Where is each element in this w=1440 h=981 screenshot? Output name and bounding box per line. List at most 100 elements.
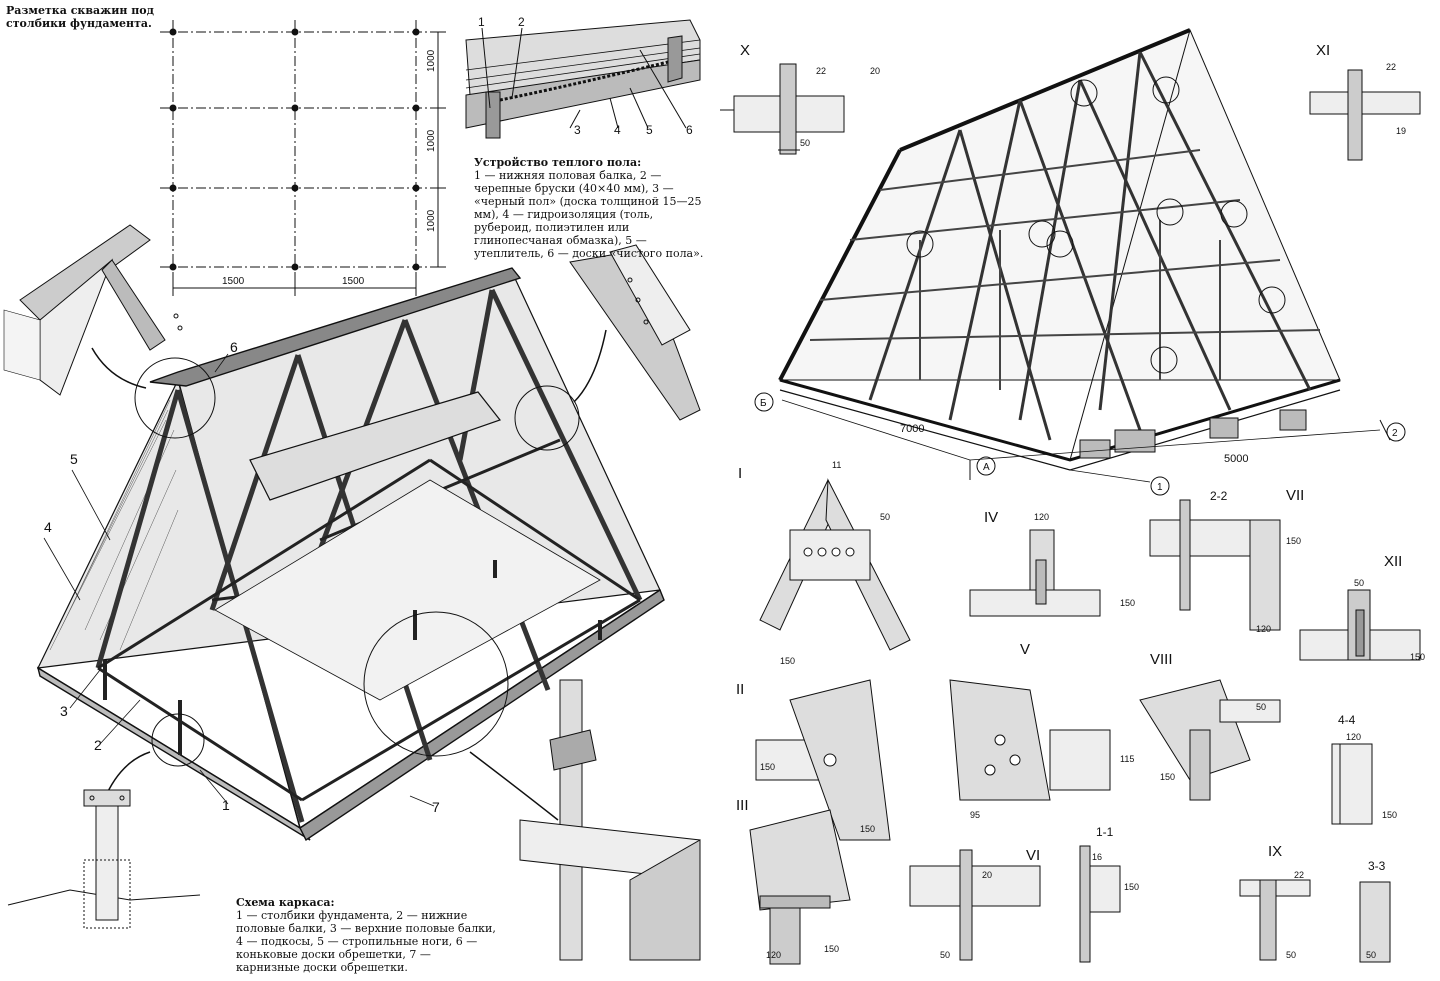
22-dim-120: 120 xyxy=(1256,624,1271,634)
detail-vi xyxy=(909,849,1041,961)
floor-callout-5: 5 xyxy=(646,123,653,137)
xi-dim-22: 22 xyxy=(1386,62,1396,72)
frame-callout-2: 2 xyxy=(94,737,102,753)
callout-ii: II xyxy=(736,681,744,698)
frame-legend: Схема каркаса: 1 — столбики фундамента, … xyxy=(236,896,498,974)
callout-iii: III xyxy=(736,797,749,814)
vi-dim-20: 20 xyxy=(982,870,992,880)
11-dim-16: 16 xyxy=(1092,852,1102,862)
floor-legend: Устройство теплого пола: 1 — нижняя поло… xyxy=(474,156,714,260)
post-detail xyxy=(7,789,201,929)
frame-legend-text: 1 — столбики фундамента, 2 — нижние поло… xyxy=(236,909,496,974)
dim-h-2: 1500 xyxy=(342,276,365,287)
floor-section xyxy=(462,19,701,139)
floor-legend-text: 1 — нижняя половая балка, 2 — черепные б… xyxy=(474,169,704,260)
detail-ix xyxy=(1239,879,1391,963)
floor-callout-6: 6 xyxy=(686,123,693,137)
right-drawing: Б 2 А 1 7000 5000 xyxy=(720,28,1425,965)
detail-iii xyxy=(749,809,851,965)
section-11: 1-1 xyxy=(1096,825,1114,839)
frame-callout-3: 3 xyxy=(60,703,68,719)
frame-callout-6: 6 xyxy=(230,339,238,355)
callout-v: V xyxy=(1020,641,1030,658)
left-drawing: 1000 1000 1000 1500 1500 1 2 3 4 5 6 xyxy=(3,15,701,961)
overall-width: 5000 xyxy=(1224,453,1248,465)
dim-h-1: 1500 xyxy=(222,276,245,287)
detail-x xyxy=(720,63,845,155)
xi-dim-19: 19 xyxy=(1396,126,1406,136)
viii-dim-150: 150 xyxy=(1160,772,1175,782)
axis-1: 1 xyxy=(1157,482,1163,493)
overall-length: 7000 xyxy=(900,423,924,435)
eave-detail xyxy=(569,244,701,421)
ix-dim-50: 50 xyxy=(1286,950,1296,960)
detail-ii xyxy=(755,679,891,841)
foundation-title: Разметка скважин под столбики фундамента… xyxy=(6,4,154,30)
ii-dim-150b: 150 xyxy=(860,824,875,834)
detail-v xyxy=(949,679,1111,801)
i-dim-150: 150 xyxy=(780,656,795,666)
callout-x: X xyxy=(740,42,750,59)
detail-iv xyxy=(969,529,1101,617)
floor-callout-4: 4 xyxy=(614,123,621,137)
floor-callout-2: 2 xyxy=(518,15,525,29)
frame-callout-5: 5 xyxy=(70,451,78,467)
v-dim-95: 95 xyxy=(970,810,980,820)
detail-vii xyxy=(1149,499,1281,631)
44-dim-120: 120 xyxy=(1346,732,1361,742)
callout-vii: VII xyxy=(1286,487,1304,504)
section-44: 4-4 xyxy=(1338,713,1356,727)
detail-viii xyxy=(1139,679,1281,801)
frame-callout-4: 4 xyxy=(44,519,52,535)
dim-v-2: 1000 xyxy=(426,129,437,152)
ix-dim-22: 22 xyxy=(1294,870,1304,880)
section-33: 3-3 xyxy=(1368,859,1386,873)
33-dim-50: 50 xyxy=(1366,950,1376,960)
detail-44 xyxy=(1331,743,1373,825)
frame-legend-title: Схема каркаса: xyxy=(236,896,335,909)
callout-i: I xyxy=(738,465,742,482)
viii-dim-50: 50 xyxy=(1256,702,1266,712)
frame-callout-1: 1 xyxy=(222,797,230,813)
x-dim-22: 22 xyxy=(816,66,826,76)
axis-b: Б xyxy=(760,398,767,409)
x-dim-50: 50 xyxy=(800,138,810,148)
frame-callout-7: 7 xyxy=(432,799,440,815)
joint-detail xyxy=(519,679,701,961)
vi-dim-50: 50 xyxy=(940,950,950,960)
callout-ix: IX xyxy=(1268,843,1282,860)
ii-dim-150: 150 xyxy=(760,762,775,772)
22-dim-150: 150 xyxy=(1286,536,1301,546)
dim-v-3: 1000 xyxy=(426,209,437,232)
iv-dim-120: 120 xyxy=(1034,512,1049,522)
iii-dim-120: 120 xyxy=(766,950,781,960)
floor-callout-3: 3 xyxy=(574,123,581,137)
11-dim-150: 150 xyxy=(1124,882,1139,892)
foundation-grid xyxy=(160,20,446,296)
floor-callout-1: 1 xyxy=(478,15,485,29)
ridge-detail xyxy=(3,224,183,396)
floor-legend-title: Устройство теплого пола: xyxy=(474,156,642,169)
callout-viii: VIII xyxy=(1150,651,1173,668)
a-frame-perspective xyxy=(36,267,665,842)
axis-a: А xyxy=(983,462,990,473)
detail-xii xyxy=(1299,589,1421,661)
i-dim-11: 11 xyxy=(832,460,841,470)
callout-xi: XI xyxy=(1316,42,1330,59)
detail-11 xyxy=(1079,845,1121,963)
iii-dim-150: 150 xyxy=(824,944,839,954)
i-dim-50: 50 xyxy=(880,512,890,522)
44-dim-150: 150 xyxy=(1382,810,1397,820)
section-22: 2-2 xyxy=(1210,489,1228,503)
callout-xii: XII xyxy=(1384,553,1402,570)
callout-vi: VI xyxy=(1026,847,1040,864)
iv-dim-150: 150 xyxy=(1120,598,1135,608)
dim-v-1: 1000 xyxy=(426,49,437,72)
x-dim-20: 20 xyxy=(870,66,880,76)
detail-xi xyxy=(1309,69,1421,161)
frame-perspective xyxy=(754,28,1406,496)
xii-dim-50: 50 xyxy=(1354,578,1364,588)
xii-dim-150: 150 xyxy=(1410,652,1425,662)
callout-iv: IV xyxy=(984,509,998,526)
detail-i xyxy=(759,478,911,651)
